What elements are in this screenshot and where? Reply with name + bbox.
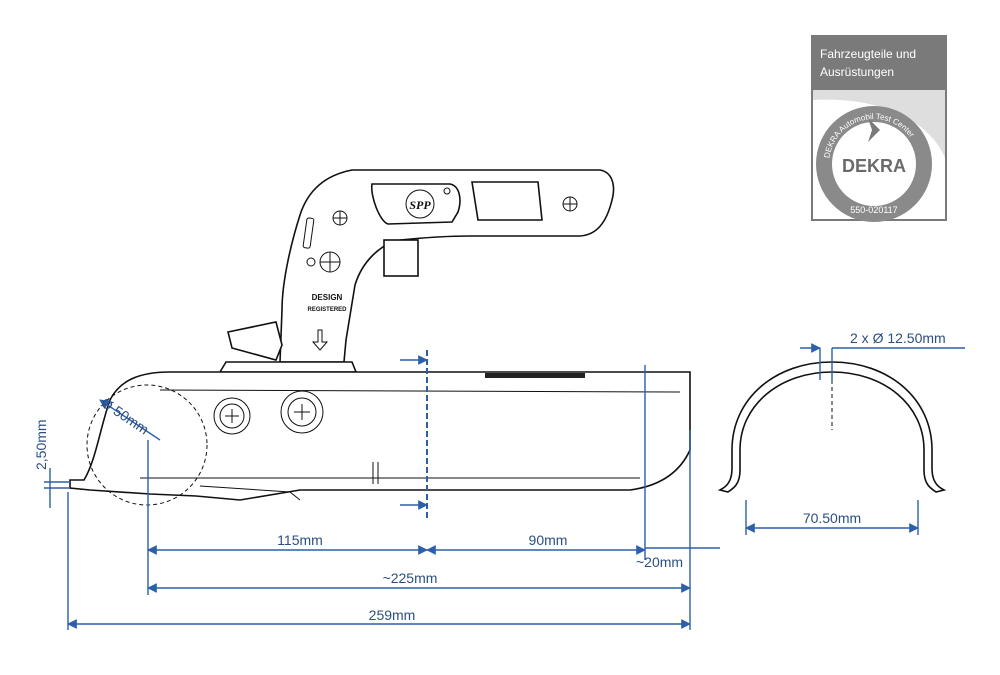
registered-mark	[443, 187, 451, 195]
height-offset-label: 2,50mm	[33, 419, 49, 470]
dim-20-label: ~20mm	[636, 554, 683, 570]
coupling-body	[69, 371, 691, 501]
dim-225-label: ~225mm	[383, 570, 438, 586]
seal-inner	[832, 122, 916, 206]
dekra-triangle-icon	[868, 118, 880, 142]
brand-logo: SPP	[409, 198, 431, 212]
badge-line2: Ausrüstungen	[820, 65, 894, 79]
dim-115-label: 115mm	[277, 532, 323, 548]
handle-rivets	[302, 196, 578, 273]
ball-outline-hidden	[86, 384, 208, 506]
badge-brand: DEKRA	[842, 156, 906, 176]
dim-90-label: 90mm	[529, 532, 568, 548]
badge-number: 550-020117	[850, 205, 897, 215]
width-label: 70.50mm	[803, 510, 861, 526]
logo-pad	[370, 183, 461, 225]
handle-window	[471, 181, 543, 221]
logo-circle	[405, 189, 435, 219]
holes-label: 2 x Ø 12.50mm	[850, 330, 946, 346]
badge-line1: Fahrzeugteile und	[820, 47, 916, 61]
ball-diameter-dim-line	[99, 399, 161, 441]
top-plate	[218, 361, 358, 373]
cross-section-profile	[717, 361, 947, 493]
cross-section-view: 2 x Ø 12.50mm 70.50mm	[717, 330, 965, 535]
badge-status: geprüft	[860, 192, 889, 202]
arrow-down-icon	[311, 329, 329, 351]
design-label-2: REGISTERED	[307, 307, 347, 313]
badge-header	[812, 36, 946, 90]
dim-259-label: 259mm	[369, 607, 416, 623]
dekra-badge: Fahrzeugteile und Ausrüstungen DEKRA Aut…	[811, 35, 947, 222]
stamp-band	[485, 373, 585, 378]
safety-tongue	[227, 321, 283, 361]
design-label-1: DESIGN	[312, 293, 343, 302]
bolt-holes	[213, 390, 324, 435]
coupling-side-view: SPP DESIGN REGISTERED	[69, 169, 691, 595]
release-pin	[383, 239, 419, 277]
